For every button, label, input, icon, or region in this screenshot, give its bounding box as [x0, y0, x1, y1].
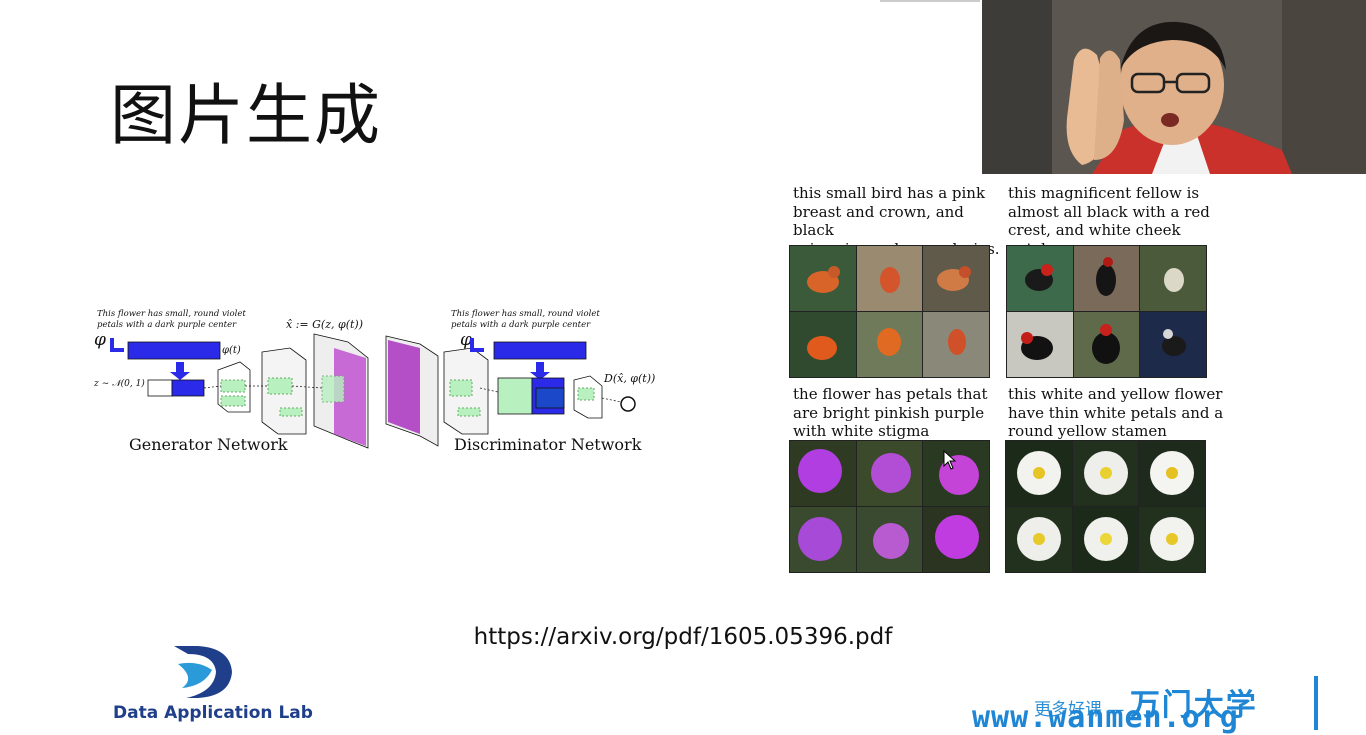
sample-image — [923, 312, 989, 377]
sample-image — [790, 312, 856, 377]
discriminator-text-prompt: This flower has small, round violet peta… — [451, 309, 600, 330]
sample-grid-flower-white — [1005, 440, 1206, 573]
sample-image — [1073, 246, 1140, 311]
data-application-lab-logo-icon — [174, 646, 232, 698]
sample-caption-flower-purple: the flower has petals that are bright pi… — [793, 385, 988, 440]
sample-image — [1140, 246, 1206, 311]
sample-image — [1006, 507, 1072, 572]
watermark-brand: 万门大学 — [1129, 688, 1258, 723]
noise-label: z ∼ 𝒩(0, 1) — [94, 379, 145, 389]
sample-image — [1140, 312, 1206, 377]
watermark-tagline: 更多好课 — 万门大学 — [1034, 680, 1258, 724]
mouse-cursor-icon — [943, 450, 957, 470]
sample-image — [856, 312, 923, 377]
generator-block — [110, 333, 369, 449]
sample-image — [856, 246, 923, 311]
sample-image — [1139, 507, 1205, 572]
sample-grid-bird-black — [1006, 245, 1207, 378]
webcam-video — [982, 0, 1366, 174]
lab-name: Data Application Lab — [113, 703, 313, 723]
discriminator-network-label: Discriminator Network — [454, 435, 642, 454]
webcam-top-edge — [880, 0, 980, 2]
gan-architecture-diagram — [110, 333, 636, 449]
watermark-url: www.wanmen.org — [972, 700, 1239, 735]
sample-image — [1139, 441, 1205, 506]
sample-caption-flower-white: this white and yellow flower have thin w… — [1008, 385, 1224, 440]
sample-image — [790, 246, 856, 311]
discriminator-block — [385, 335, 636, 447]
generator-network-label: Generator Network — [129, 435, 288, 454]
paper-url: https://arxiv.org/pdf/1605.05396.pdf — [473, 624, 893, 650]
sample-image — [856, 441, 923, 506]
sample-caption-bird-black: this magnificent fellow is almost all bl… — [1008, 184, 1210, 258]
generator-output-label: x̂ := G(z, φ(t)) — [286, 318, 363, 331]
watermark-divider — [1314, 676, 1318, 730]
slide-title: 图片生成 — [110, 77, 382, 154]
sample-image — [1007, 246, 1073, 311]
sample-image — [1006, 441, 1072, 506]
sample-image — [1072, 507, 1139, 572]
generator-text-prompt: This flower has small, round violet peta… — [97, 309, 246, 330]
sample-image — [856, 507, 923, 572]
phi-symbol-discriminator: φ — [460, 330, 472, 350]
watermark-prefix: 更多好课 — — [1034, 700, 1125, 720]
sample-image — [790, 441, 856, 506]
presenter-video-frame — [982, 0, 1366, 174]
sample-image — [923, 441, 989, 506]
phi-t-label: φ(t) — [222, 345, 241, 356]
sample-image — [1007, 312, 1073, 377]
sample-grid-flower-purple — [789, 440, 990, 573]
sample-image — [1072, 441, 1139, 506]
sample-grid-bird-pink — [789, 245, 990, 378]
sample-image — [790, 507, 856, 572]
sample-image — [923, 246, 989, 311]
sample-image — [1073, 312, 1140, 377]
sample-image — [923, 507, 989, 572]
discriminator-output-label: D(x̂, φ(t)) — [604, 372, 656, 385]
phi-symbol-generator: φ — [94, 330, 106, 350]
